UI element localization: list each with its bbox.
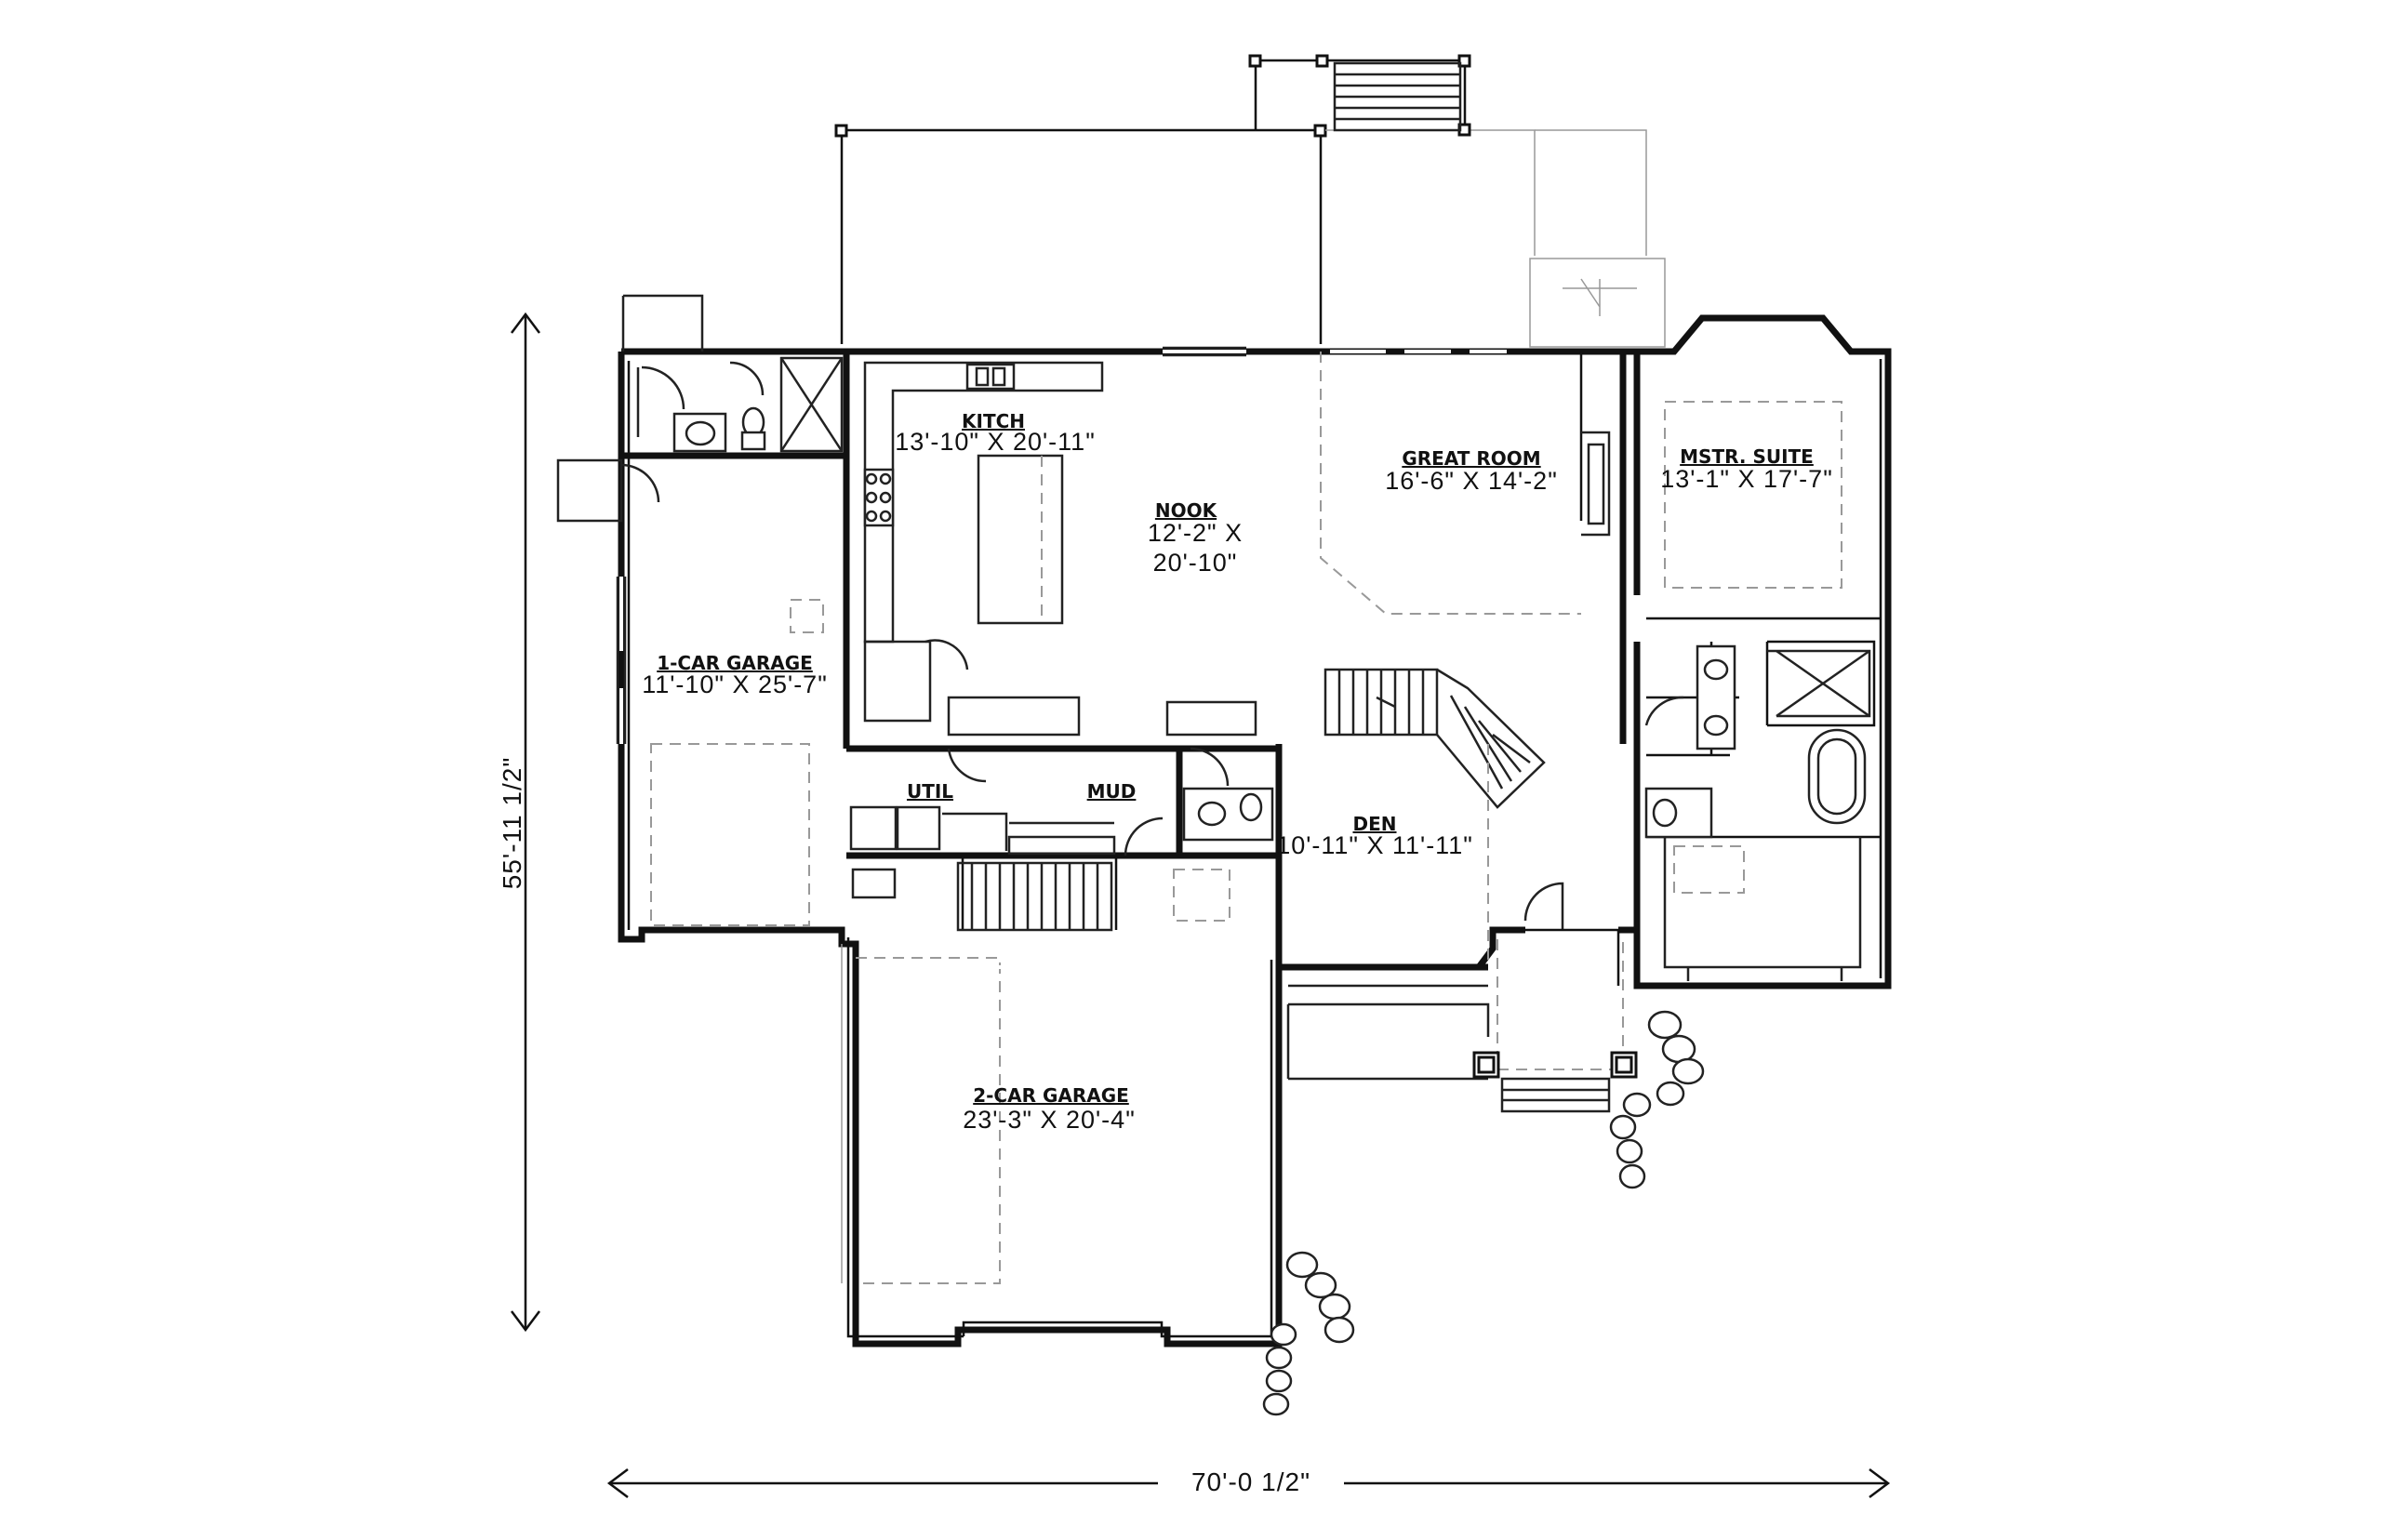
master-bath-fixtures <box>1644 644 1871 894</box>
dimension-line-width: 70'-0 1/2" <box>606 1467 1891 1498</box>
den-and-porch <box>1286 744 1638 1113</box>
room-name-den: DEN <box>1352 813 1396 835</box>
exterior-walls <box>618 314 1892 1348</box>
stepping-stones <box>1262 1010 1705 1416</box>
room-dim-nook-1: 12'-2" X <box>1148 519 1243 547</box>
rear-deck-stairs <box>1248 54 1471 137</box>
basement-stairs <box>956 861 1230 932</box>
room-dim-great: 16'-6" X 14'-2" <box>1385 467 1558 495</box>
room-name-nook: NOOK <box>1155 499 1218 522</box>
kitchen-counters <box>863 361 1257 737</box>
room-dim-kitch: 13'-10" X 20'-11" <box>895 428 1096 456</box>
dimension-line-depth: 55'-11 1/2" <box>498 312 540 1333</box>
interior-walls <box>621 352 1881 981</box>
room-dim-garage1: 11'-10" X 25'-7" <box>642 670 828 698</box>
rear-porch <box>834 124 1647 344</box>
overall-depth-label: 55'-11 1/2" <box>498 757 526 890</box>
room-name-kitch: KITCH <box>962 410 1025 432</box>
room-dim-den: 10'-11" X 11'-11" <box>1276 831 1473 859</box>
side-entry <box>556 294 704 523</box>
room-dim-nook-2: 20'-10" <box>1153 549 1238 577</box>
room-dim-garage2: 23'-3" X 20'-4" <box>963 1106 1136 1134</box>
room-name-mstr: MSTR. SUITE <box>1680 445 1814 468</box>
main-stairs <box>1324 668 1546 809</box>
hot-tub <box>1529 258 1666 348</box>
room-dim-mstr: 13'-1" X 17'-7" <box>1660 465 1833 493</box>
room-name-garage1: 1-CAR GARAGE <box>657 652 813 674</box>
room-name-util: UTIL <box>907 780 953 803</box>
windows <box>616 346 1507 969</box>
room-name-great: GREAT ROOM <box>1402 447 1540 470</box>
room-name-garage2: 2-CAR GARAGE <box>973 1084 1129 1107</box>
util-mud-fixtures <box>849 747 1274 856</box>
garage-parking-lines <box>650 599 1001 1284</box>
overall-width-label: 70'-0 1/2" <box>1191 1467 1310 1496</box>
room-name-mud: MUD <box>1087 780 1137 803</box>
great-room-features <box>1320 352 1842 615</box>
room-labels: KITCH 13'-10" X 20'-11" NOOK 12'-2" X 20… <box>642 410 1833 1134</box>
powder-bath <box>636 356 844 453</box>
